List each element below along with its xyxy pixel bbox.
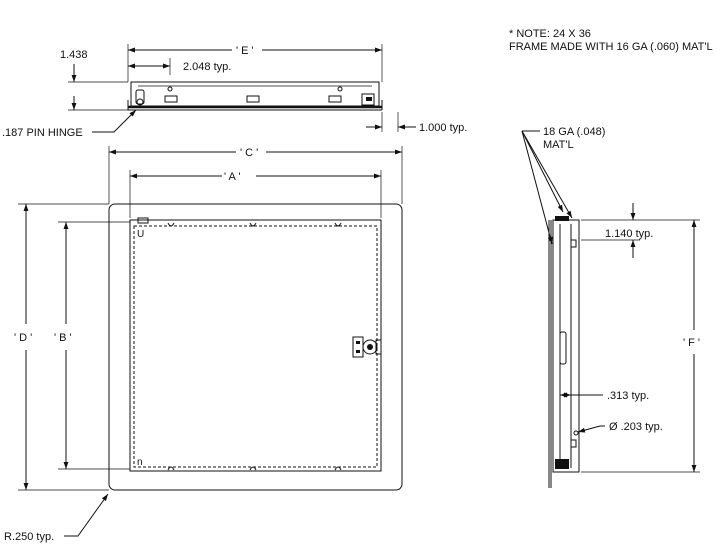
latch-cam xyxy=(366,97,372,101)
hinge-block xyxy=(135,89,145,105)
hinge-top-mark: U xyxy=(137,229,144,240)
dim-label-gauge-1: 18 GA (.048) xyxy=(543,126,605,138)
clip-bottom-1 xyxy=(167,466,175,471)
side-latch-slot xyxy=(559,331,567,365)
latch-mark-2 xyxy=(356,350,360,353)
latch-body xyxy=(352,336,364,358)
top-tab-1 xyxy=(164,95,178,103)
side-clip-top xyxy=(570,239,577,248)
clip-top-1 xyxy=(167,222,175,227)
dim-label-pin-hinge: .187 PIN HINGE xyxy=(2,127,83,139)
note-line-1: * NOTE: 24 X 36 xyxy=(509,28,591,40)
hinge-pin xyxy=(136,98,144,106)
clip-top-2 xyxy=(249,222,257,227)
gauge-leader-1 xyxy=(521,130,553,245)
dim-label-1438: 1.438 xyxy=(60,49,88,61)
dim-label-313: .313 typ. xyxy=(607,390,649,402)
gauge-leader-3 xyxy=(521,130,573,219)
latch-block xyxy=(361,93,375,106)
door-panel-hidden-edge xyxy=(133,225,378,468)
dim-label-2048: 2.048 typ. xyxy=(183,61,231,73)
side-cap-top xyxy=(555,216,569,221)
dim-label-1140: 1.140 typ. xyxy=(605,228,653,240)
dim-label-f: ' F ' xyxy=(683,337,700,349)
top-tab-3 xyxy=(328,95,342,103)
hinge-bottom-mark: n xyxy=(137,457,143,468)
clip-top-3 xyxy=(334,222,342,227)
side-clip-bottom xyxy=(570,439,577,448)
latch-knob xyxy=(362,339,378,355)
dim-label-1000: 1.000 typ. xyxy=(419,122,467,134)
dim-label-c: ' C ' xyxy=(240,147,258,159)
latch-icon xyxy=(352,336,382,358)
note-block: * NOTE: 24 X 36 FRAME MADE WITH 16 GA (.… xyxy=(509,28,713,53)
note-line-2: FRAME MADE WITH 16 GA (.060) MAT'L xyxy=(509,41,713,53)
latch-mark-1 xyxy=(356,341,360,344)
dim-label-gauge-2: MAT'L xyxy=(543,139,574,151)
side-cap-bottom xyxy=(555,459,569,469)
radius-leader xyxy=(64,493,109,537)
hinge-top-bracket xyxy=(137,217,149,224)
top-hole-1 xyxy=(167,86,173,92)
door-panel xyxy=(129,219,382,472)
top-hole-2 xyxy=(337,86,343,92)
top-tab-2 xyxy=(246,95,260,103)
hole-leader xyxy=(577,425,601,433)
latch-keyhole xyxy=(367,344,373,350)
side-hole xyxy=(573,430,579,436)
top-view: ' E ' 2.048 typ. 1.438 .187 PIN HINGE xyxy=(2,44,467,139)
front-view: ' C ' ' A ' ' D ' ' B ' U xyxy=(4,146,403,543)
dim-label-hole: Ø .203 typ. xyxy=(609,421,663,433)
side-view: 18 GA (.048) MAT'L 1.140 typ. ' F ' xyxy=(521,126,700,488)
pin-hinge-leader xyxy=(92,109,137,133)
dim-label-a: ' A ' xyxy=(224,171,240,183)
dim-label-e: ' E ' xyxy=(236,45,254,57)
outer-frame xyxy=(108,203,403,491)
dim-label-radius: R.250 typ. xyxy=(4,531,54,543)
gauge-leader-2 xyxy=(521,130,564,213)
dim-label-d: ' D ' xyxy=(14,332,32,344)
latch-cam-plate xyxy=(375,339,382,355)
clip-bottom-2 xyxy=(249,466,257,471)
clip-bottom-3 xyxy=(334,466,342,471)
dim-label-b: ' B ' xyxy=(54,332,72,344)
